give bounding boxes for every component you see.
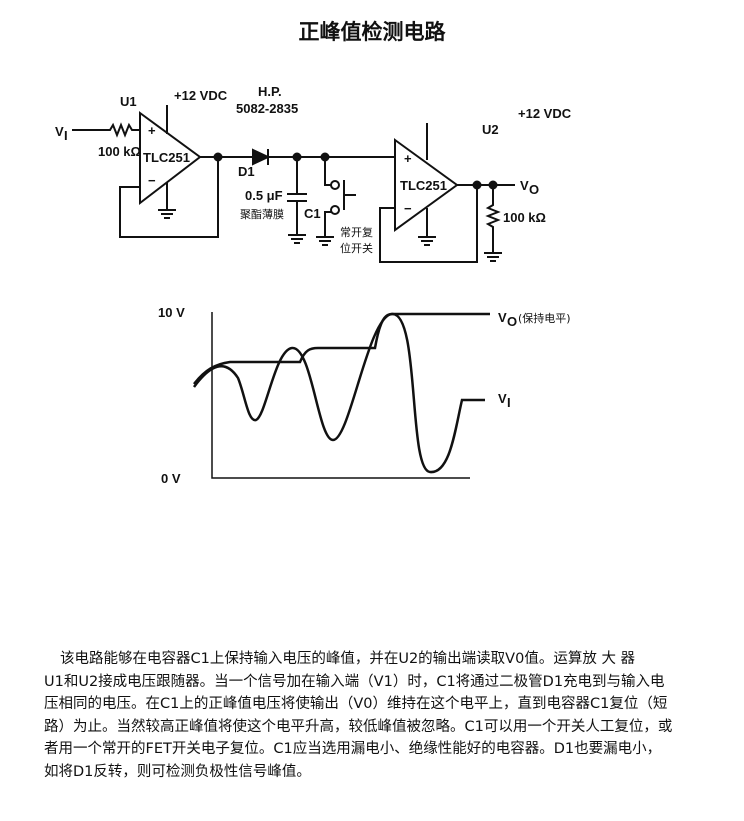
switch-label-2: 位开关 bbox=[340, 241, 373, 255]
vo-curve bbox=[193, 312, 490, 385]
vi-wave-sub: I bbox=[507, 395, 511, 410]
c1-label: C1 bbox=[304, 206, 321, 221]
u2-label: U2 bbox=[482, 122, 499, 137]
opamp-u2 bbox=[394, 138, 459, 232]
body-line: 者用一个常开的FET开关电子复位。C1应当选用漏电小、绝缘性能好的电容器。D1也… bbox=[44, 741, 662, 757]
vi-curve bbox=[192, 312, 485, 474]
d1-label: D1 bbox=[238, 164, 255, 179]
u1-label: U1 bbox=[120, 94, 137, 109]
vo-sub: O bbox=[529, 182, 539, 197]
cap-value: 0.5 μF bbox=[245, 188, 283, 203]
vo-wave-label: V bbox=[498, 310, 507, 325]
u2-model: TLC251 bbox=[400, 178, 447, 193]
resistor-r1 bbox=[72, 122, 140, 138]
waveform-axes bbox=[211, 312, 470, 479]
vi-sub: I bbox=[64, 128, 68, 143]
u1-model: TLC251 bbox=[143, 150, 190, 165]
r2-label: 100 kΩ bbox=[503, 210, 546, 225]
diode-mfr: H.P. bbox=[258, 84, 282, 99]
body-line: U1和U2接成电压跟随器。当一个信号加在输入端（V1）时，C1将通过二极管D1充… bbox=[44, 673, 665, 690]
body-line: 该电路能够在电容器C1上保持输入电压的峰值，并在U2的输出端读取V0值。运算放 … bbox=[60, 651, 636, 667]
r1-label: 100 kΩ bbox=[98, 144, 141, 159]
description-text: 该电路能够在电容器C1上保持输入电压的峰值，并在U2的输出端读取V0值。运算放 … bbox=[44, 648, 724, 783]
capacitor-c1 bbox=[287, 157, 307, 244]
y-bottom-label: 0 V bbox=[161, 471, 181, 486]
vi-label: V bbox=[55, 124, 64, 139]
vo-wave-sub: O bbox=[507, 314, 517, 329]
opamp-u1 bbox=[139, 111, 202, 206]
reset-switch[interactable] bbox=[316, 157, 356, 246]
waveform-chart: 10 V 0 V V O (保持电平) V I bbox=[158, 305, 571, 486]
diode-part: 5082-2835 bbox=[236, 101, 298, 116]
diode-d1 bbox=[252, 148, 271, 166]
y-top-label: 10 V bbox=[158, 305, 185, 320]
vo-note: (保持电平) bbox=[518, 311, 571, 325]
u1-vcc: +12 VDC bbox=[174, 88, 228, 103]
body-line: 如将D1反转，则可检测负极性信号峰值。 bbox=[44, 763, 311, 780]
u2-minus: − bbox=[404, 201, 412, 216]
u1-plus: + bbox=[148, 123, 156, 138]
cap-type: 聚酯薄膜 bbox=[240, 207, 284, 221]
vi-wave-label: V bbox=[498, 391, 507, 406]
u1-minus: − bbox=[148, 173, 156, 188]
u2-vcc: +12 VDC bbox=[518, 106, 572, 121]
ground-icon bbox=[158, 182, 176, 219]
vo-label: V bbox=[520, 178, 529, 193]
u2-plus: + bbox=[404, 151, 412, 166]
resistor-r2 bbox=[484, 185, 502, 262]
switch-label-1: 常开复 bbox=[340, 225, 373, 239]
page-title: 正峰值检测电路 bbox=[298, 20, 446, 44]
body-line: 路）为止。当然较高正峰值将使这个电平升高，较低峰值被忽略。C1可以用一个开关人工… bbox=[44, 718, 673, 735]
body-line: 压相同的电压。在C1上的正峰值电压将使输出（V0）维持在这个电平上，直到电容器C… bbox=[44, 696, 668, 712]
